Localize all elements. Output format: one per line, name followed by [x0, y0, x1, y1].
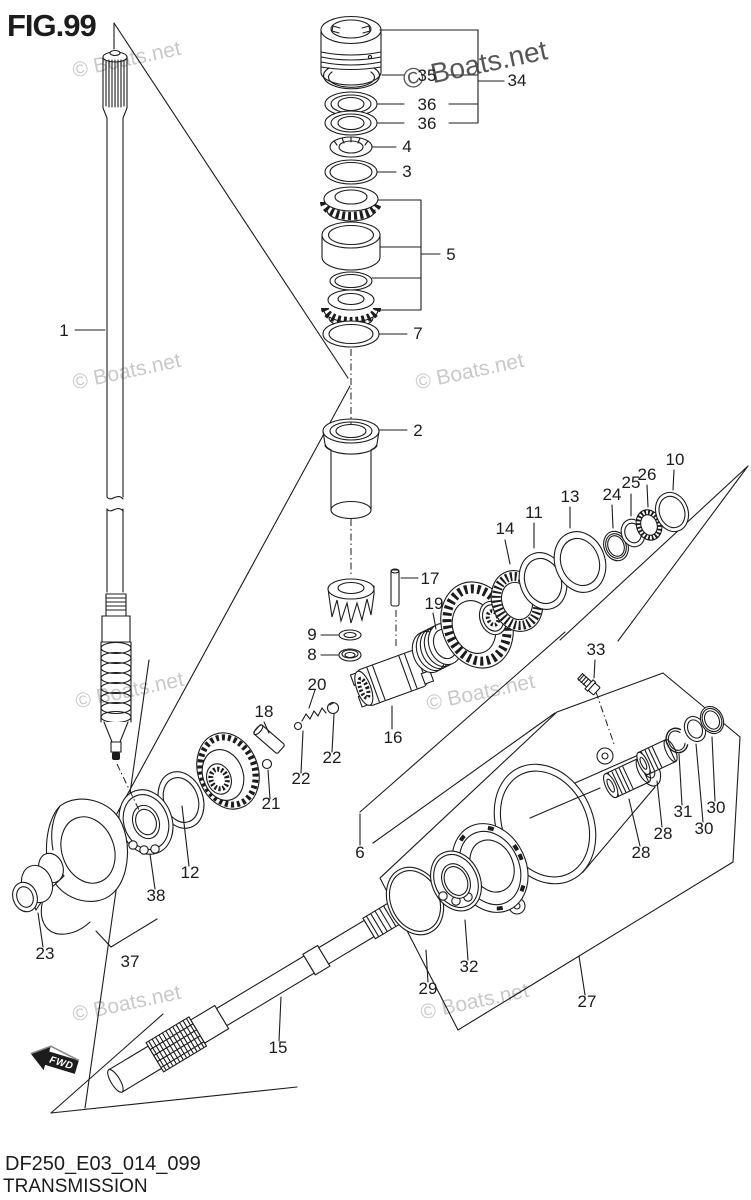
part-label-37: 37: [121, 952, 140, 971]
spring-20: [302, 708, 326, 721]
part-label-19: 19: [425, 594, 444, 613]
sleeve-2: [323, 419, 379, 519]
castle-nut-4: [330, 137, 372, 157]
nut-8: [339, 649, 361, 661]
part-label-7: 7: [413, 324, 422, 343]
watermark-text: © Boats.net: [413, 349, 526, 394]
part-label-36: 36: [418, 95, 437, 114]
part-label-30: 30: [695, 819, 714, 838]
ball-21: [263, 760, 272, 769]
part-label-21: 21: [262, 794, 281, 813]
bearing-5-race: [322, 222, 380, 270]
pin-22: [295, 723, 302, 730]
part-label-30: 30: [707, 798, 726, 817]
part-label-35: 35: [418, 66, 437, 85]
spring-washer-26: [632, 506, 666, 544]
part-label-1: 1: [59, 321, 68, 340]
bearing-carrier-housing: [438, 748, 665, 925]
part-label-31: 31: [674, 802, 693, 821]
part-label-11: 11: [525, 503, 543, 522]
part-label-20: 20: [308, 675, 327, 694]
part-label-16: 16: [384, 728, 403, 747]
washer-24: [600, 528, 633, 564]
part-label-10: 10: [666, 450, 685, 469]
bearing-38: [110, 782, 181, 862]
part-label-5: 5: [446, 245, 455, 264]
part-label-23: 23: [36, 944, 55, 963]
part-label-28: 28: [632, 843, 651, 862]
ring-7: [323, 321, 379, 347]
ring-10: [650, 488, 694, 537]
c-ring-35: [324, 68, 380, 89]
part-label-22: 22: [323, 748, 342, 767]
watermark-layer-dark: © Boats.net: [400, 34, 550, 95]
part-label-26: 26: [638, 465, 657, 484]
part-label-28: 28: [654, 824, 673, 843]
part-label-27: 27: [578, 992, 597, 1011]
washer-30b: [696, 703, 728, 738]
footer-title: TRANSMISSION: [3, 1176, 148, 1197]
washer-9: [339, 630, 361, 640]
watermark-text: © Boats.net: [400, 34, 550, 95]
bushing-23: [9, 850, 68, 915]
part-label-3: 3: [402, 162, 411, 181]
pin-17: [391, 569, 399, 606]
part-label-32: 32: [460, 957, 479, 976]
watermark-text: © Boats.net: [424, 670, 537, 715]
footer-code: DF250_E03_014_099: [5, 1153, 201, 1175]
circlip-31: [662, 726, 689, 757]
washer-13: [546, 524, 614, 599]
part-label-18: 18: [255, 702, 274, 721]
part-label-25: 25: [622, 473, 641, 492]
watermark-text: © Boats.net: [70, 349, 183, 394]
part-label-24: 24: [603, 485, 622, 504]
part-label-14: 14: [496, 519, 515, 538]
part-label-38: 38: [147, 886, 166, 905]
part-label-6: 6: [355, 843, 364, 862]
part-label-34: 34: [508, 71, 527, 90]
part-label-33: 33: [587, 640, 606, 659]
washer-3: [325, 160, 377, 184]
part-label-2: 2: [413, 421, 422, 440]
shift-pin-18: [253, 724, 285, 754]
leader-lines: [38, 30, 715, 1041]
pinion-gear: [328, 579, 374, 623]
callout-wedge-lines: [51, 23, 748, 1113]
ball-22: [328, 703, 339, 714]
figure-title: FIG.99: [7, 8, 97, 43]
bolt-33: [576, 672, 601, 696]
drive-shaft-1: [101, 51, 131, 760]
reverse-gear-21: [186, 724, 269, 818]
part-label-15: 15: [269, 1038, 288, 1057]
part-label-8: 8: [307, 645, 316, 664]
bearing-32: [421, 843, 491, 919]
part-label-12: 12: [181, 863, 200, 882]
part-label-22: 22: [292, 769, 311, 788]
centerlines: [117, 349, 614, 812]
bearing-5-ring: [330, 272, 372, 290]
fwd-arrow: FWD: [27, 1041, 80, 1074]
part-label-29: 29: [419, 979, 438, 998]
part-label-9: 9: [307, 625, 316, 644]
watermark-text: © Boats.net: [70, 981, 183, 1026]
part-label-17: 17: [421, 569, 440, 588]
spool-cap-34: [321, 17, 381, 86]
bearing-carrier-27-box: [380, 673, 740, 1030]
part-label-13: 13: [561, 487, 580, 506]
part-label-4: 4: [402, 137, 411, 156]
part-label-36: 36: [418, 114, 437, 133]
bearing-5-upper-cone: [324, 187, 378, 221]
seal-36-lower: [325, 111, 377, 135]
